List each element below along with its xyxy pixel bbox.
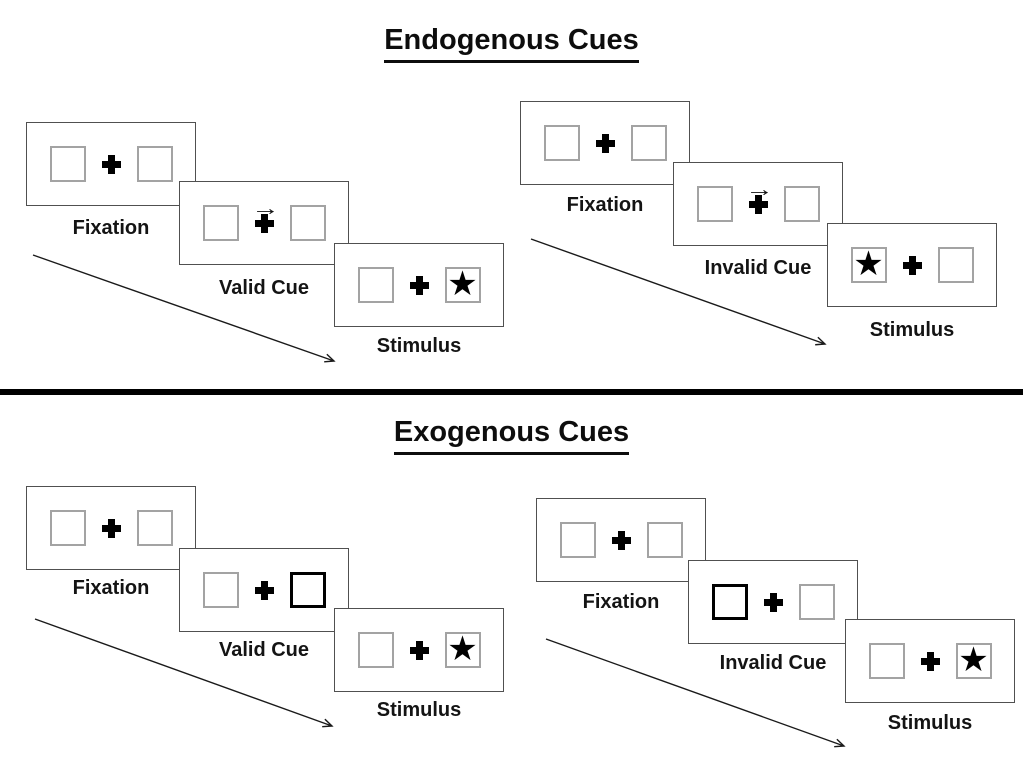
star-box: ★ xyxy=(850,247,887,283)
fixation-cross-icon xyxy=(595,133,615,153)
panel-label-fixation: Fixation xyxy=(72,217,150,239)
left-box xyxy=(696,186,733,222)
panel-label-fixation: Fixation xyxy=(72,577,150,599)
center-symbols xyxy=(101,518,121,538)
endogenous-section-header: Endogenous Cues xyxy=(0,24,1023,63)
right-box xyxy=(937,247,974,283)
left-box xyxy=(49,146,86,182)
right-box xyxy=(646,522,683,558)
center-symbols xyxy=(254,580,274,600)
fixation-panel xyxy=(520,101,690,185)
stimulus-panel: ★ xyxy=(845,619,1015,703)
center-symbols xyxy=(763,592,783,612)
fixation-cross-icon xyxy=(254,213,274,233)
left-box xyxy=(202,572,239,608)
fixation-panel xyxy=(536,498,706,582)
fixation-cross-icon xyxy=(902,255,922,275)
center-symbols xyxy=(595,133,615,153)
exogenous-title: Exogenous Cues xyxy=(393,416,630,455)
left-box xyxy=(868,643,905,679)
valid-cue-panel: → xyxy=(179,181,349,265)
fixation-cross-icon xyxy=(763,592,783,612)
fixation-panel xyxy=(26,486,196,570)
left-box xyxy=(202,205,239,241)
right-box xyxy=(630,125,667,161)
fixation-cross-icon xyxy=(254,580,274,600)
exogenous-section-header: Exogenous Cues xyxy=(0,416,1023,455)
star-box: ★ xyxy=(955,643,992,679)
panel-label-valid-cue: Valid Cue xyxy=(218,639,310,661)
left-box xyxy=(559,522,596,558)
panel-label-invalid-cue: Invalid Cue xyxy=(719,652,827,674)
panel-label-stimulus: Stimulus xyxy=(376,699,462,721)
panel-label-valid-cue: Valid Cue xyxy=(218,277,310,299)
cued-box xyxy=(711,584,748,620)
right-box xyxy=(783,186,820,222)
fixation-cross-icon xyxy=(409,640,429,660)
section-divider xyxy=(0,389,1023,395)
timeline-arrow-endogenous-invalid xyxy=(530,238,827,346)
cued-box xyxy=(289,572,326,608)
endogenous-title: Endogenous Cues xyxy=(384,24,639,63)
left-box xyxy=(49,510,86,546)
panel-label-stimulus: Stimulus xyxy=(376,335,462,357)
panel-label-invalid-cue: Invalid Cue xyxy=(704,257,812,279)
fixation-cross-icon xyxy=(101,518,121,538)
stimulus-panel: ★ xyxy=(827,223,997,307)
stimulus-panel: ★ xyxy=(334,243,504,327)
invalid-cue-panel xyxy=(688,560,858,644)
fixation-panel xyxy=(26,122,196,206)
panel-label-stimulus: Stimulus xyxy=(887,712,973,734)
valid-cue-panel xyxy=(179,548,349,632)
right-box xyxy=(136,510,173,546)
center-symbols: → xyxy=(745,179,773,214)
left-box xyxy=(543,125,580,161)
left-box xyxy=(357,632,394,668)
left-box xyxy=(357,267,394,303)
center-symbols xyxy=(920,651,940,671)
cue-arrow-icon: → xyxy=(251,196,280,220)
right-box xyxy=(798,584,835,620)
center-symbols xyxy=(409,275,429,295)
panel-label-stimulus: Stimulus xyxy=(869,319,955,341)
timeline-arrow-endogenous-valid xyxy=(32,254,336,363)
fixation-cross-icon xyxy=(748,194,768,214)
cue-arrow-icon: → xyxy=(745,177,774,201)
fixation-cross-icon xyxy=(920,651,940,671)
timeline-arrow-exogenous-valid xyxy=(34,618,334,728)
right-box xyxy=(289,205,326,241)
star-box: ★ xyxy=(444,632,481,668)
right-box xyxy=(136,146,173,182)
panel-label-fixation: Fixation xyxy=(582,591,660,613)
center-symbols xyxy=(101,154,121,174)
center-symbols xyxy=(409,640,429,660)
fixation-cross-icon xyxy=(101,154,121,174)
star-box: ★ xyxy=(444,267,481,303)
invalid-cue-panel: → xyxy=(673,162,843,246)
fixation-cross-icon xyxy=(409,275,429,295)
fixation-cross-icon xyxy=(611,530,631,550)
panel-label-fixation: Fixation xyxy=(566,194,644,216)
center-symbols xyxy=(902,255,922,275)
center-symbols: → xyxy=(251,198,279,233)
center-symbols xyxy=(611,530,631,550)
stimulus-panel: ★ xyxy=(334,608,504,692)
